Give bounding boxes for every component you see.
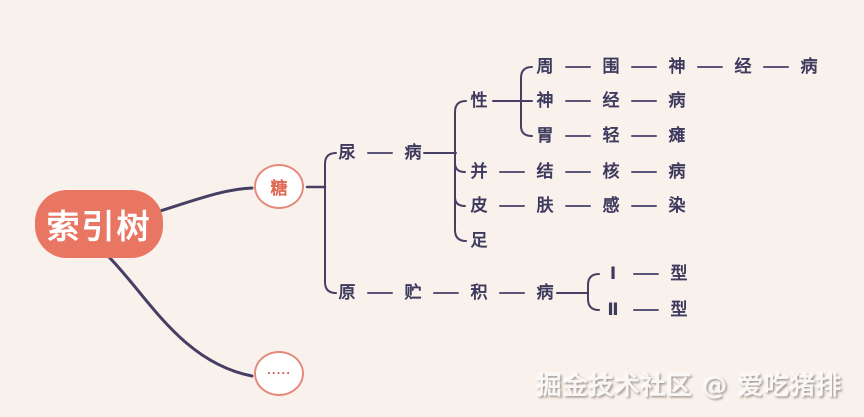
link-dash [565, 66, 591, 68]
branch-node-sugar-label: 糖 [270, 179, 288, 199]
chain-type-2: Ⅱ 型 [604, 298, 688, 322]
chain-pi-fu-gan-ran: 皮 肤 感 染 [470, 194, 686, 218]
trie-char: 病 [800, 57, 818, 77]
link-dash [499, 292, 525, 294]
link-dash [697, 66, 723, 68]
link-dash [763, 66, 789, 68]
trie-char: 原 [338, 283, 356, 303]
trie-char: 贮 [404, 283, 422, 303]
trie-char: 病 [668, 91, 686, 111]
link-dash [633, 309, 659, 311]
branch-node-sugar: 糖 [254, 164, 304, 209]
trie-char: Ⅰ [609, 264, 617, 284]
trie-char: 围 [602, 57, 620, 77]
chain-zhou-wei-shen-jing-bing: 周 围 神 经 病 [536, 55, 818, 79]
link-dash [633, 273, 659, 275]
trie-char: 周 [536, 57, 554, 77]
root-node: 索引树 [35, 190, 163, 258]
link-dash [631, 135, 657, 137]
trie-char: 核 [602, 162, 620, 182]
brace-xing-children [520, 66, 533, 137]
brace-bing-children [454, 100, 467, 242]
trie-char: 经 [734, 57, 752, 77]
link-dash [433, 292, 459, 294]
link-dash [367, 292, 393, 294]
link-dash [565, 100, 591, 102]
trie-char: 型 [670, 300, 688, 320]
link-dash [565, 205, 591, 207]
trie-char: 神 [668, 57, 686, 77]
trie-char: 尿 [338, 143, 356, 163]
trie-char: 经 [602, 91, 620, 111]
chain-zu: 足 [470, 229, 488, 253]
link-dash [565, 171, 591, 173]
trie-char: 型 [670, 264, 688, 284]
trie-char: 胃 [536, 126, 554, 146]
trie-char: 病 [404, 143, 422, 163]
link-dash [499, 171, 525, 173]
link-dash [367, 152, 393, 154]
curve-root-to-dots [104, 252, 254, 378]
link-dash [631, 171, 657, 173]
trie-char: 瘫 [668, 126, 686, 146]
chain-niao-bing: 尿 病 [338, 141, 422, 165]
link-dash [631, 100, 657, 102]
link-dash [631, 205, 657, 207]
trie-char: 神 [536, 91, 554, 111]
link-dash [565, 135, 591, 137]
link-dash [631, 66, 657, 68]
trie-char: 感 [602, 196, 620, 216]
trie-char: 并 [470, 162, 488, 182]
watermark: 掘金技术社区 @ 爱吃猪排 [536, 371, 842, 400]
link-dash [499, 205, 525, 207]
trie-char: 染 [668, 196, 686, 216]
brace-type-children [587, 273, 600, 311]
trie-char: 肤 [536, 196, 554, 216]
branch-node-ellipsis-label: ..... [267, 365, 291, 377]
brace-sugar-children [324, 152, 337, 294]
chain-wei-qing-tan: 胃 轻 瘫 [536, 124, 686, 148]
trie-char: 轻 [602, 126, 620, 146]
trie-char: Ⅱ [607, 300, 619, 320]
chain-yuan-zhu-ji-bing: 原 贮 积 病 [338, 281, 554, 305]
curve-root-to-sugar [158, 186, 254, 213]
chain-xing: 性 [470, 89, 488, 113]
branch-node-ellipsis: ..... [254, 351, 304, 396]
trie-char: 病 [668, 162, 686, 182]
hook-bing-child-2 [454, 162, 466, 173]
chain-bing-jie-he-bing: 并 结 核 病 [470, 160, 686, 184]
trie-char: 性 [470, 91, 488, 111]
hook-bing-child-3 [454, 196, 466, 207]
root-label: 索引树 [46, 207, 152, 246]
trie-char: 足 [470, 231, 488, 251]
trie-char: 皮 [470, 196, 488, 216]
chain-shen-jing-bing: 神 经 病 [536, 89, 686, 113]
trie-char: 积 [470, 283, 488, 303]
trie-char: 结 [536, 162, 554, 182]
chain-type-1: Ⅰ 型 [604, 262, 688, 286]
trie-char: 病 [536, 283, 554, 303]
